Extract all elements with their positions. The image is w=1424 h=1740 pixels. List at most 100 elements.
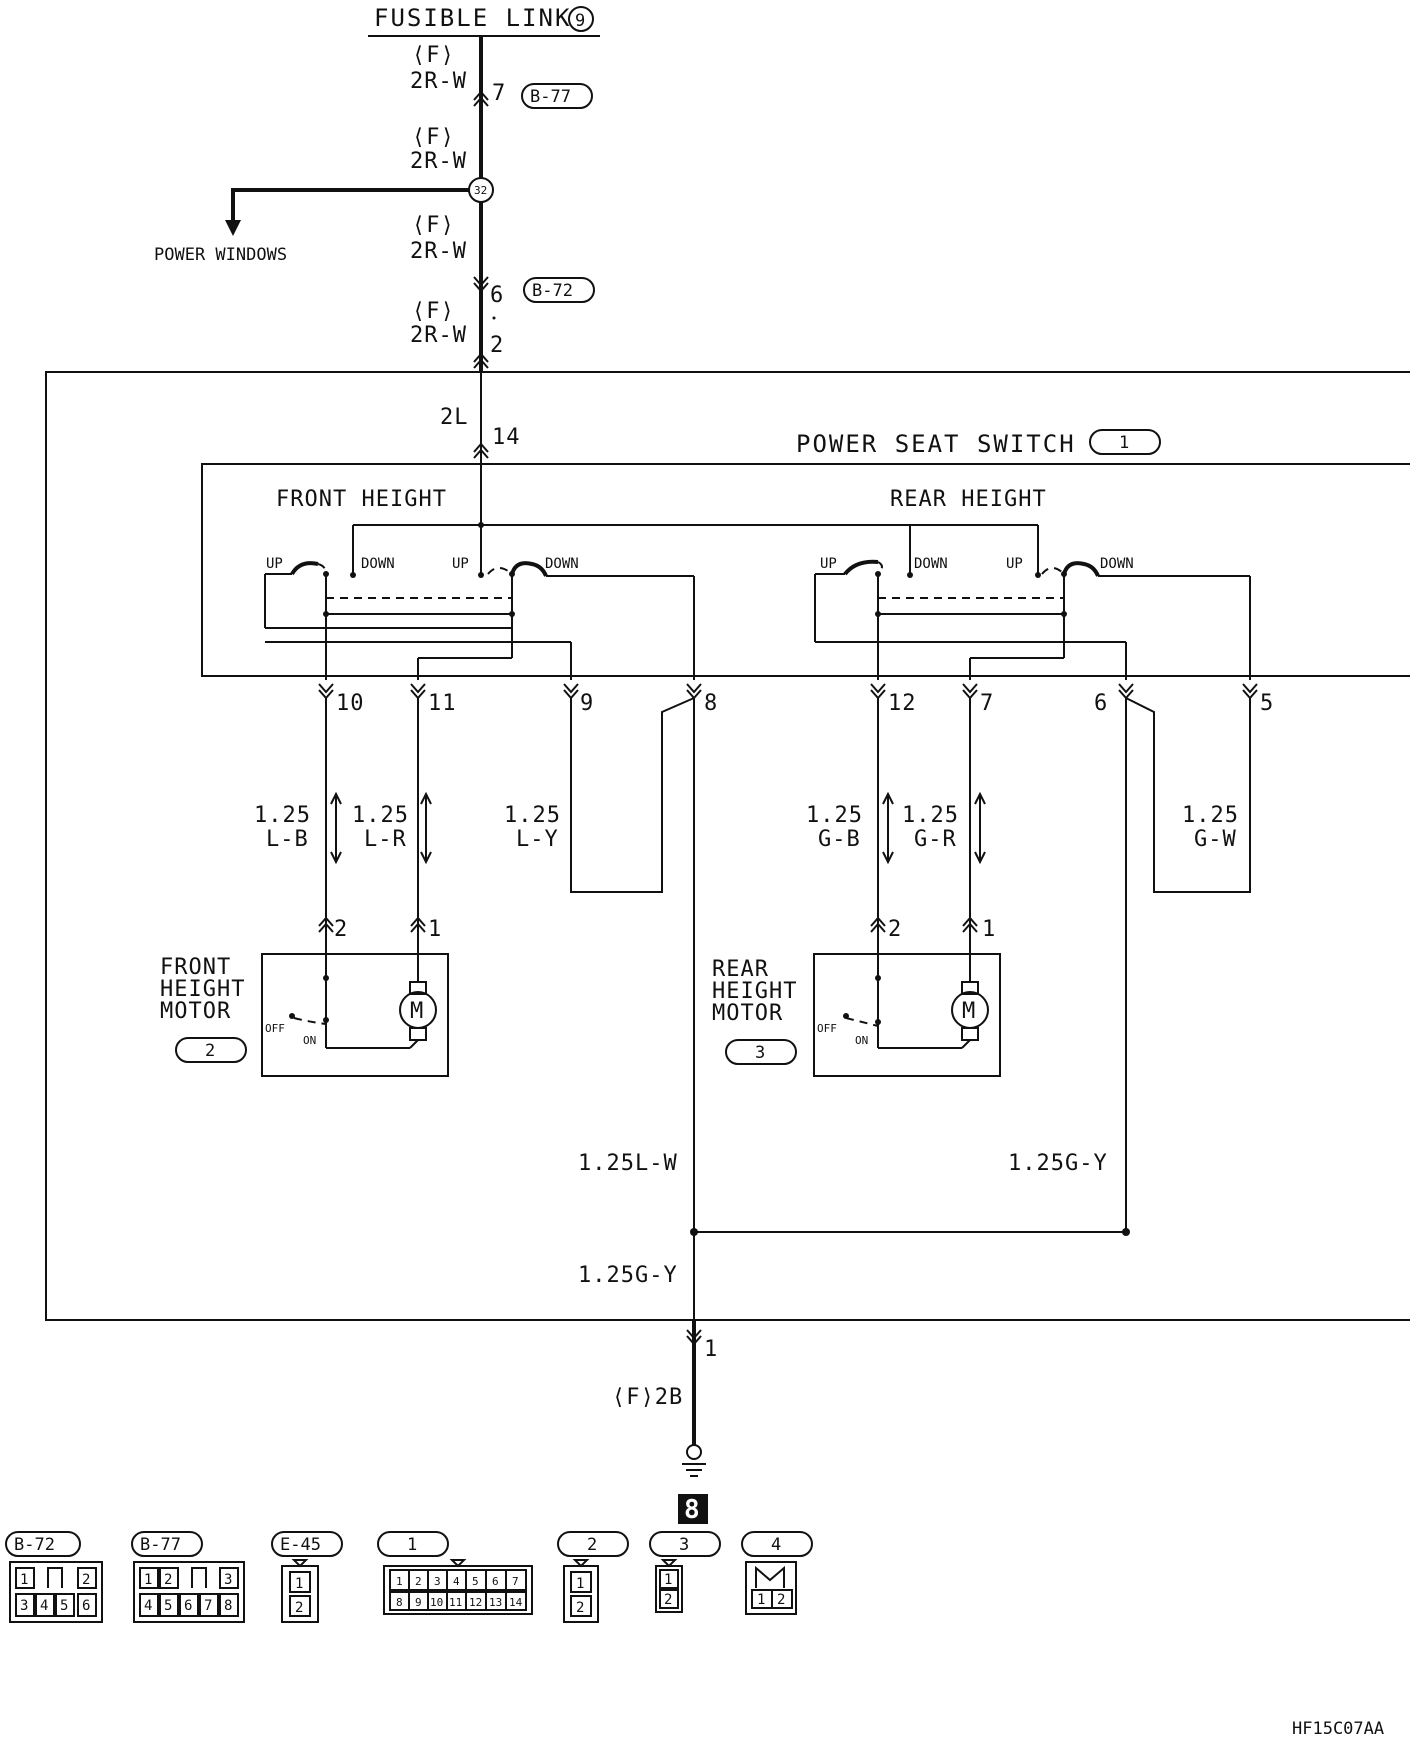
motor-brush bbox=[409, 1027, 427, 1041]
pin-label: 1 bbox=[704, 1337, 718, 1362]
double-arrow-icon bbox=[330, 791, 432, 865]
wire-gw-loop bbox=[1125, 697, 1251, 893]
pin-cell: 5 bbox=[164, 1598, 172, 1614]
down-label: DOWN bbox=[545, 556, 579, 572]
pin-cell: 1 bbox=[757, 1592, 765, 1608]
power-windows-branch bbox=[231, 188, 469, 226]
switch-lever bbox=[1062, 561, 1100, 577]
figure-code: HF15C07AA bbox=[1292, 1719, 1384, 1739]
pin-label: 12 bbox=[888, 691, 917, 716]
pin-label: 2 bbox=[888, 917, 902, 942]
pin-cell: 2 bbox=[664, 1592, 672, 1608]
pin-cell: 6 bbox=[184, 1598, 192, 1614]
connector-id: 4 bbox=[771, 1535, 781, 1555]
connector-id: E-45 bbox=[280, 1535, 321, 1555]
pin-cell: 2 bbox=[82, 1572, 90, 1588]
junction-dot bbox=[323, 1017, 329, 1023]
down-label: DOWN bbox=[1100, 556, 1134, 572]
wire-color: L-Y bbox=[516, 827, 559, 852]
wire-gauge: 1.25 bbox=[1182, 803, 1239, 828]
connector-badge bbox=[725, 1039, 797, 1065]
connector-arrow-icon bbox=[473, 90, 489, 107]
down-label: DOWN bbox=[361, 556, 395, 572]
up-label: UP bbox=[266, 556, 283, 572]
switch-contact-dot bbox=[289, 1013, 295, 1019]
wire-color: G-W bbox=[1194, 827, 1237, 852]
pin-cell: 14 bbox=[509, 1596, 523, 1609]
connector-badge bbox=[377, 1531, 449, 1557]
pin-label: 10 bbox=[336, 691, 365, 716]
junction-dot bbox=[690, 1228, 698, 1236]
wire-f-prefix: ⟨F⟩ bbox=[412, 125, 455, 150]
up-label: UP bbox=[820, 556, 837, 572]
switch-lever-alt bbox=[487, 567, 513, 575]
switch-contact-dot bbox=[478, 572, 484, 578]
connector-arrow-icon bbox=[686, 1329, 702, 1346]
switch-lever-alt bbox=[877, 561, 883, 575]
wire-gauge: 1.25 bbox=[504, 803, 561, 828]
pin-cell: 4 bbox=[144, 1598, 152, 1614]
connector-arrow-icon bbox=[318, 916, 334, 933]
wire-gauge: 1.25 bbox=[902, 803, 959, 828]
connector-arrow-icon bbox=[473, 352, 489, 369]
wire-spec: 2R-W bbox=[410, 239, 467, 264]
junction-dot bbox=[509, 611, 515, 617]
motor-symbol: M bbox=[410, 999, 424, 1024]
front-height-label: FRONT HEIGHT bbox=[276, 487, 447, 512]
up-label: UP bbox=[452, 556, 469, 572]
connector-badge bbox=[523, 277, 595, 303]
wire-spec: 2R-W bbox=[410, 69, 467, 94]
wire-ly-loop bbox=[570, 697, 695, 893]
on-label: ON bbox=[855, 1034, 868, 1047]
connector-id: 2 bbox=[587, 1535, 597, 1555]
pin-cell: 2 bbox=[576, 1600, 584, 1616]
pin-cell: 3 bbox=[224, 1572, 232, 1588]
connector-badge bbox=[5, 1531, 81, 1557]
junction-dot bbox=[875, 1019, 881, 1025]
rear-motor-label-line2: HEIGHT bbox=[712, 979, 797, 1004]
connector-b72-diagram: 1 2 3 4 5 6 bbox=[9, 1561, 103, 1623]
pin-cell: 12 bbox=[469, 1596, 482, 1609]
motor-brush bbox=[961, 981, 979, 995]
pin-cell: 1 bbox=[664, 1572, 672, 1588]
motor-limit-switch bbox=[845, 1017, 879, 1027]
pin-label: 6 bbox=[490, 283, 504, 308]
on-label: ON bbox=[303, 1034, 316, 1047]
connector-id: 3 bbox=[755, 1043, 765, 1063]
pin-label: 14 bbox=[492, 425, 521, 450]
front-motor-label-line2: HEIGHT bbox=[160, 977, 245, 1002]
pin-cell: 3 bbox=[20, 1598, 28, 1614]
splice-id: 32 bbox=[474, 184, 487, 197]
rear-height-label: REAR HEIGHT bbox=[890, 487, 1047, 512]
pin-cell: 4 bbox=[453, 1575, 460, 1588]
connector-e45-diagram: 1 2 bbox=[281, 1559, 319, 1623]
wire-gauge: 1.25 bbox=[254, 803, 311, 828]
pin-cell: 2 bbox=[777, 1592, 785, 1608]
motor-limit-switch bbox=[293, 1017, 327, 1025]
connector-arrow-icon bbox=[962, 916, 978, 933]
wire-f-prefix: ⟨F⟩ bbox=[412, 213, 455, 238]
front-height-motor-box bbox=[261, 953, 449, 1077]
wire-gauge: 1.25 bbox=[352, 803, 409, 828]
switch-lever bbox=[843, 559, 879, 576]
ground-terminal bbox=[686, 1444, 702, 1460]
pin-cell: 2 bbox=[415, 1575, 422, 1588]
connector-id: B-77 bbox=[140, 1535, 181, 1555]
pin-cell: 2 bbox=[164, 1572, 172, 1588]
pin-cell: 6 bbox=[82, 1598, 90, 1614]
connector-3-diagram: 1 2 bbox=[655, 1559, 683, 1613]
fusible-link-number: 9 bbox=[575, 11, 585, 31]
wire-f-prefix: ⟨F⟩ bbox=[412, 299, 455, 324]
pin-label: 7 bbox=[492, 81, 506, 106]
connector-2-diagram: 1 2 bbox=[563, 1559, 599, 1623]
pin-cell: 7 bbox=[204, 1598, 212, 1614]
wire-spec: 1.25G-Y bbox=[578, 1263, 678, 1288]
ground-number: 8 bbox=[684, 1495, 700, 1525]
wire-color: G-R bbox=[914, 827, 957, 852]
wire-spec: ⟨F⟩2B bbox=[612, 1385, 683, 1410]
up-label: UP bbox=[1006, 556, 1023, 572]
connector-id: B-72 bbox=[532, 281, 573, 301]
wire-spec: 2L bbox=[440, 405, 469, 430]
pin-label: 1 bbox=[982, 917, 996, 942]
connector-id: B-72 bbox=[14, 1535, 55, 1555]
